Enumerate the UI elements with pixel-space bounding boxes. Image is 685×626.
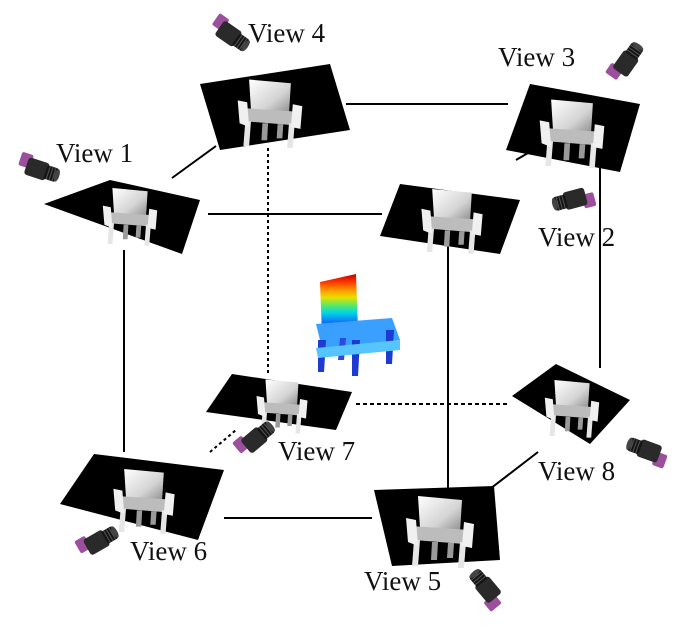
- view-2-panel: [380, 184, 520, 254]
- cube-edges: [123, 103, 601, 519]
- view-4-panel: [200, 64, 350, 150]
- camera-view-5-icon: [463, 565, 508, 613]
- rainbow-depth-chair-icon: [316, 274, 400, 376]
- view-3-panel: [506, 84, 640, 172]
- view-8-panel: [512, 364, 630, 444]
- view-7-label: View 7: [278, 436, 355, 466]
- camera-view-7-icon: [231, 415, 279, 460]
- view-6-label: View 6: [130, 536, 207, 566]
- camera-view-8-icon: [622, 433, 671, 470]
- view-4-label: View 4: [248, 18, 326, 48]
- view-1-panel: [44, 180, 200, 254]
- view-2-label: View 2: [538, 222, 615, 252]
- view-3-label: View 3: [498, 42, 575, 72]
- view-7-panel: [206, 374, 352, 434]
- view-5-panel: [374, 486, 500, 568]
- camera-view-2-icon: [549, 184, 598, 217]
- view-6-panel: [60, 454, 224, 540]
- camera-view-6-icon: [73, 519, 122, 561]
- view-5-label: View 5: [364, 566, 441, 596]
- camera-view-3-icon: [604, 36, 648, 85]
- view-8-label: View 8: [538, 456, 615, 486]
- view-1-label: View 1: [56, 138, 133, 168]
